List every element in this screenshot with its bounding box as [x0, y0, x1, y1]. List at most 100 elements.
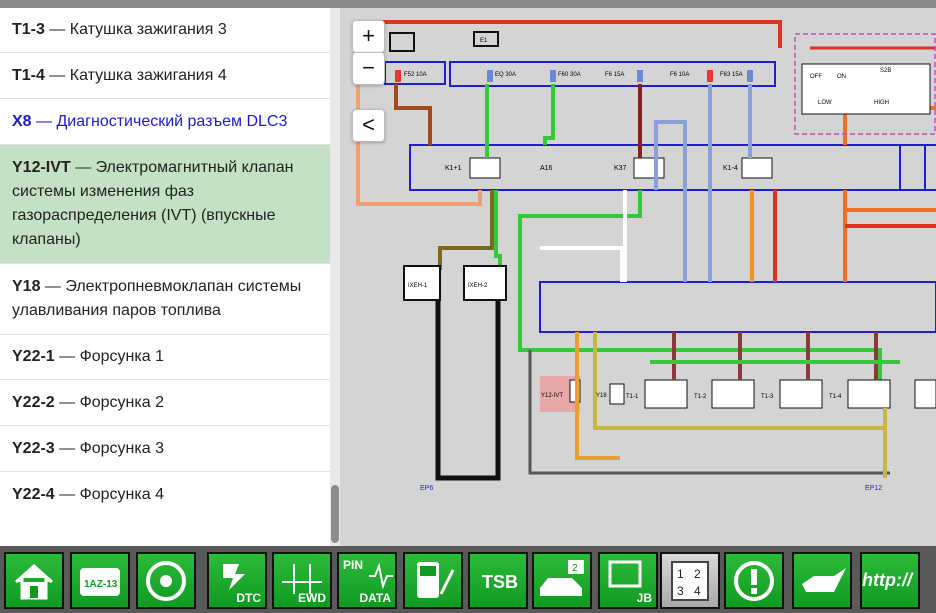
keypad-button[interactable]: 1 2 3 4 [660, 552, 720, 609]
list-item-y22-1[interactable]: Y22-1 — Форсунка 1 [0, 335, 330, 380]
ground-label: EP6 [420, 485, 433, 492]
relay-label: K1+1 [445, 165, 462, 172]
component-label: IXEH-2 [468, 283, 488, 289]
connector-box [389, 32, 415, 52]
item-desc: — Диагностический разъем DLC3 [31, 112, 288, 130]
collapse-panel-button[interactable]: < [352, 109, 385, 142]
bottom-toolbar: 1AZ-13 DTC EWD PIN DATA TSB 2 JB 1 2 3 4 [0, 546, 936, 613]
connector-box [473, 31, 499, 47]
item-code: T1-3 [12, 21, 45, 38]
coil-t1-3 [779, 379, 823, 409]
engine-button[interactable]: 1AZ-13 [70, 552, 130, 609]
zoom-in-button[interactable]: + [352, 20, 385, 53]
wire-brown [394, 84, 432, 145]
keypad-digit: 3 [677, 584, 684, 598]
item-desc: — Электромагнитный клапан системы измене… [12, 159, 294, 248]
fuse-f60 [550, 70, 556, 82]
item-code: Y22-3 [12, 439, 55, 457]
item-code: T1-4 [12, 66, 45, 84]
list-item-y22-4[interactable]: Y22-4 — Форсунка 4 [0, 472, 330, 517]
dtc-button[interactable]: DTC [207, 552, 267, 609]
heater-1 [403, 265, 441, 301]
fuse-f52 [395, 70, 401, 82]
switch-label: OFF [810, 74, 822, 80]
tsb-label: TSB [482, 572, 518, 592]
vehicle-icon: 2 [540, 560, 584, 596]
fuse-label: EQ 30A [495, 72, 516, 78]
warning-icon [734, 561, 774, 601]
wiring-diagram[interactable]: F52 10A EQ 30A F60 30A F6 15A F6 10A F63… [340, 8, 936, 546]
ground-label: EP12 [865, 485, 882, 492]
tsb-button[interactable]: TSB [468, 552, 528, 609]
pin-data-label: DATA [359, 591, 391, 605]
item-desc: — Форсунка 1 [54, 348, 164, 365]
wheel-button[interactable] [136, 552, 196, 609]
fuse-box-left [384, 61, 446, 85]
item-desc: — Форсунка 3 [54, 439, 164, 457]
wire-blue [654, 120, 687, 282]
oil-button[interactable] [792, 552, 852, 609]
fuse-f63 [747, 70, 753, 82]
item-code: Y22-2 [12, 393, 55, 411]
pulse-icon [369, 562, 393, 590]
fuse-eq [487, 70, 493, 82]
list-item-y12-ivt[interactable]: Y12-IVT — Электромагнитный клапан систем… [0, 145, 330, 264]
sidebar-scroll-thumb[interactable] [331, 485, 339, 543]
jb-button[interactable]: JB [598, 552, 658, 609]
wire-coil-signals [672, 332, 878, 380]
item-code: Y12-IVT [12, 159, 71, 176]
engine-badge: 1AZ-13 [84, 579, 118, 590]
switch-label: HIGH [874, 100, 889, 106]
ewd-button[interactable]: EWD [272, 552, 332, 609]
relay-block [409, 144, 926, 191]
multimeter-button[interactable] [403, 552, 463, 609]
heater-2 [463, 265, 507, 301]
zoom-out-button[interactable]: − [352, 52, 385, 85]
ignition-switch [801, 63, 931, 115]
list-item-y18[interactable]: Y18 — Электропневмоклапан системы улавли… [0, 264, 330, 335]
fuse-label: F63 15A [720, 72, 743, 78]
vehicle-button[interactable]: 2 [532, 552, 592, 609]
wire-ground-gray [528, 350, 890, 475]
wire-olive [438, 190, 494, 270]
coil-label: T1-2 [694, 394, 707, 400]
fuse-label: F52 10A [404, 72, 427, 78]
relay-k14 [741, 157, 773, 179]
fuse-box-main [449, 61, 776, 87]
relay-block-right [899, 144, 936, 191]
top-strip [0, 0, 936, 8]
switch-label: S2B [880, 68, 891, 74]
wire-green [543, 84, 555, 145]
item-desc: — Катушка зажигания 4 [44, 66, 227, 84]
list-item-t1-3[interactable]: T1-3 — Катушка зажигания 3 [0, 8, 330, 53]
keypad-digit: 2 [694, 567, 701, 581]
web-link-button[interactable]: http:// [860, 552, 920, 609]
multimeter-icon [417, 562, 455, 598]
component-right [914, 379, 936, 409]
item-desc: — Форсунка 2 [54, 393, 164, 411]
list-item-x8[interactable]: X8 — Диагностический разъем DLC3 [0, 99, 330, 145]
warning-button[interactable] [724, 552, 784, 609]
fuse-label: F60 30A [558, 72, 581, 78]
coil-t1-1 [644, 379, 688, 409]
wire-green [494, 190, 502, 270]
item-code: Y22-4 [12, 485, 55, 503]
dtc-label: DTC [236, 591, 261, 605]
keypad-digit: 4 [694, 584, 701, 598]
item-code: Y22-1 [12, 348, 55, 365]
switch-label: ON [837, 74, 846, 80]
list-item-y22-2[interactable]: Y22-2 — Форсунка 2 [0, 380, 330, 426]
sidebar-scrollbar[interactable] [330, 8, 340, 546]
coil-label: T1-3 [761, 394, 774, 400]
list-item-t1-4[interactable]: T1-4 — Катушка зажигания 4 [0, 53, 330, 99]
home-button[interactable] [4, 552, 64, 609]
item-code: X8 [12, 112, 32, 130]
pin-data-button[interactable]: PIN DATA [337, 552, 397, 609]
relay-label: K37 [614, 165, 627, 172]
wire-ground [435, 300, 501, 481]
pin-label: PIN [343, 558, 364, 572]
ewd-icon [282, 564, 322, 598]
list-item-y22-3[interactable]: Y22-3 — Форсунка 3 [0, 426, 330, 472]
keypad-digit: 1 [677, 567, 684, 581]
fuse-f6b [707, 70, 713, 82]
